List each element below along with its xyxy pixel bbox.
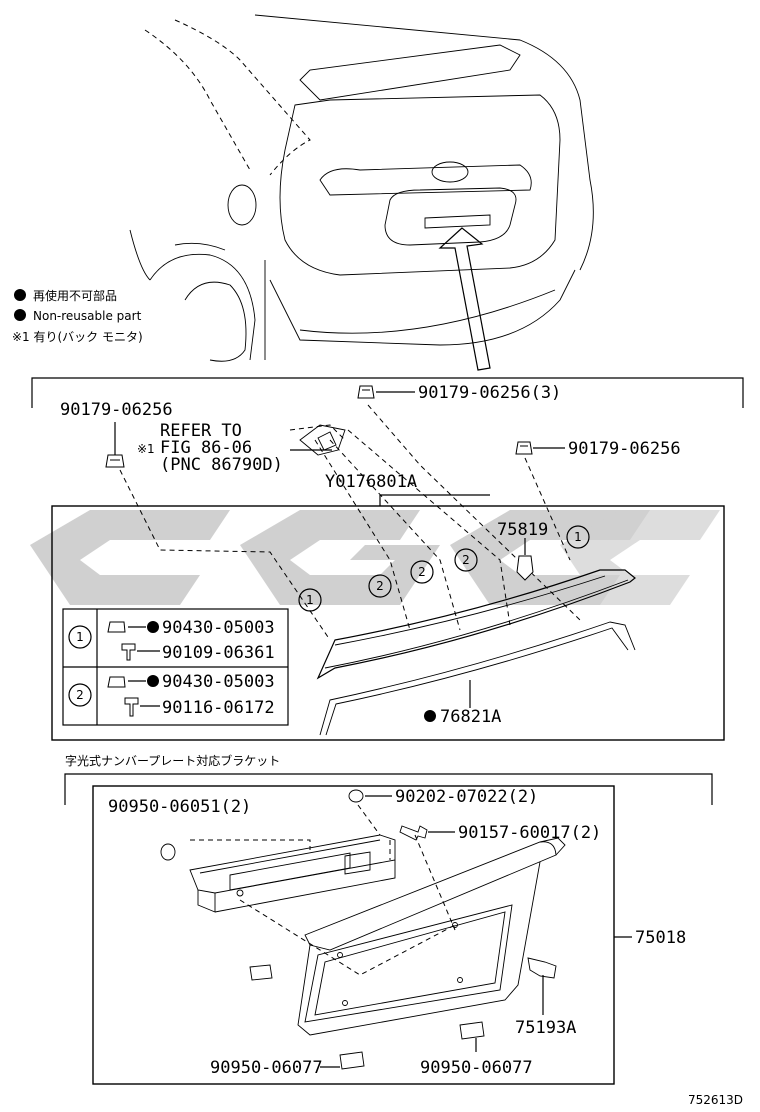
legend-jp: 再使用不可部品 xyxy=(33,288,117,303)
spoiler-gasket-part xyxy=(319,621,636,736)
clip-90179-left-icon xyxy=(105,454,125,468)
clip-90179-right-icon xyxy=(515,441,533,455)
part-75819: 75819 xyxy=(497,520,548,540)
svg-text:1: 1 xyxy=(306,593,314,607)
part-90202: 90202-07022(2) xyxy=(395,787,538,807)
bottom-section-bracket xyxy=(64,773,713,805)
refer-line3: (PNC 86790D) xyxy=(160,455,283,475)
figure-id: 752613D xyxy=(688,1093,743,1107)
leader-lines-bottom xyxy=(320,795,544,1068)
table-row1-part-b: 90109-06361 xyxy=(162,643,275,663)
pointer-arrow xyxy=(438,227,491,371)
grommet-75819-icon xyxy=(516,555,534,581)
part-75018: 75018 xyxy=(635,928,686,948)
refer-mark: ※1 xyxy=(137,442,155,456)
part-90179-right: 90179-06256 xyxy=(568,439,681,459)
top-section-bracket xyxy=(31,377,744,408)
non-reusable-bullet-jp xyxy=(14,289,26,301)
fastener-table xyxy=(62,608,289,726)
svg-text:2: 2 xyxy=(418,565,426,579)
legend-note1: ※1 有り(バック モニタ) xyxy=(12,330,143,344)
part-y0176801a: Y0176801A xyxy=(325,472,417,492)
clip-90179-top-icon xyxy=(357,385,375,399)
part-90950-06051: 90950-06051(2) xyxy=(108,797,251,817)
svg-text:1: 1 xyxy=(574,530,582,544)
non-reusable-76821a-bullet xyxy=(424,710,436,722)
spoiler-detail-box xyxy=(51,505,725,741)
svg-text:2: 2 xyxy=(376,579,384,593)
table-row2-part-a: 90430-05003 xyxy=(162,672,275,692)
refer-line1: REFER TO xyxy=(160,421,242,441)
part-75193a: 75193A xyxy=(515,1018,576,1038)
camera-bracket-icon xyxy=(299,424,346,456)
license-bracket-box xyxy=(92,785,615,1085)
dashed-guides-bottom xyxy=(190,804,456,976)
svg-text:2: 2 xyxy=(462,553,470,567)
small-parts xyxy=(160,789,557,1070)
watermark-logo xyxy=(30,510,720,605)
part-90950-06077-a: 90950-06077 xyxy=(210,1058,323,1078)
svg-text:2: 2 xyxy=(76,688,84,702)
legend-en: Non-reusable part xyxy=(33,309,142,323)
callout-numbers: 1 2 2 2 1 1 2 xyxy=(76,530,582,702)
part-90157: 90157-60017(2) xyxy=(458,823,601,843)
part-90179-top: 90179-06256(3) xyxy=(418,383,561,403)
svg-text:1: 1 xyxy=(76,630,84,644)
non-reusable-bullet-en xyxy=(14,309,26,321)
bottom-section-title: 字光式ナンバープレート対応ブラケット xyxy=(65,753,280,768)
table-row2-part-b: 90116-06172 xyxy=(162,698,275,718)
car-rear-illustration xyxy=(129,14,594,362)
plate-frame-part xyxy=(297,837,566,1036)
table-row1-part-a: 90430-05003 xyxy=(162,618,275,638)
refer-line2: FIG 86-06 xyxy=(160,438,252,458)
callout-circles xyxy=(298,525,590,612)
plate-bracket-part xyxy=(189,834,396,913)
part-90179-left: 90179-06256 xyxy=(60,400,173,420)
rear-spoiler-part xyxy=(316,569,636,680)
part-76821a: 76821A xyxy=(440,707,501,727)
part-90950-06077-b: 90950-06077 xyxy=(420,1058,533,1078)
